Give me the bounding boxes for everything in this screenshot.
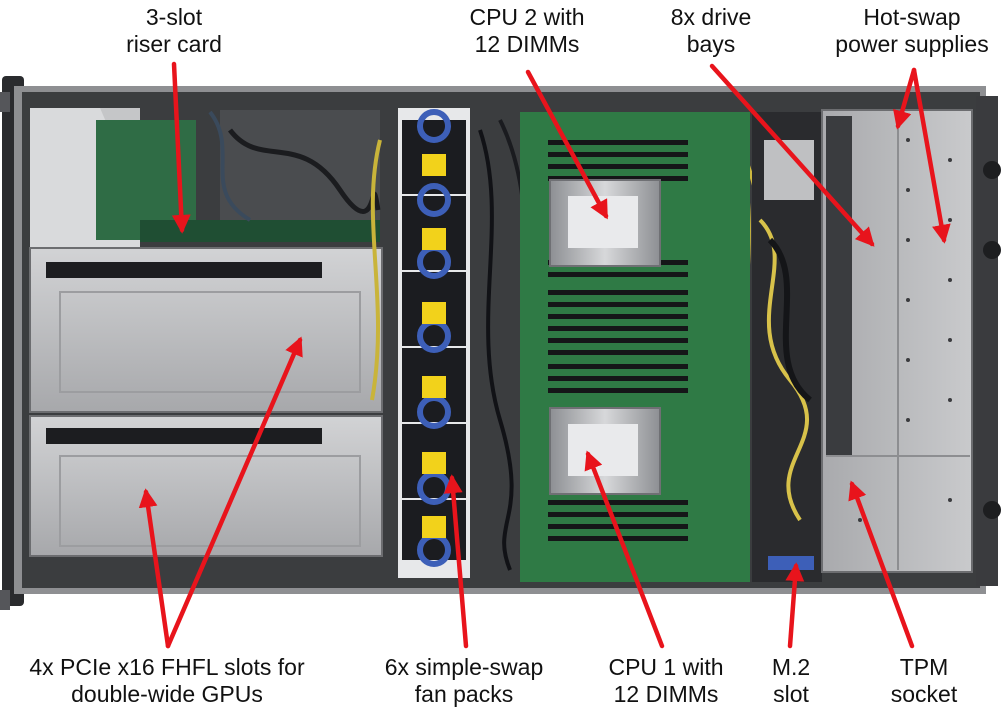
label-fan-packs: 6x simple-swap fan packs bbox=[384, 654, 544, 707]
label-pcie-slots: 4x PCIe x16 FHFL slots for double-wide G… bbox=[29, 654, 305, 707]
arrow-m2 bbox=[785, 562, 805, 649]
label-power-supplies: Hot-swap power supplies bbox=[835, 4, 989, 57]
label-riser-card: 3-slot riser card bbox=[126, 4, 222, 57]
arrow-drives bbox=[709, 63, 875, 247]
callout-arrows bbox=[138, 61, 951, 649]
label-cpu-2: CPU 2 with 12 DIMMs bbox=[469, 4, 585, 57]
label-drive-bays: 8x drive bays bbox=[670, 4, 752, 57]
motherboard bbox=[520, 112, 750, 582]
label-tpm-socket: TPM socket bbox=[890, 654, 958, 707]
arrow-fans bbox=[443, 474, 469, 649]
arrow-riser bbox=[171, 61, 191, 234]
arrow-pcie-2 bbox=[138, 488, 171, 649]
arrow-psu-1 bbox=[893, 67, 917, 130]
label-m2-slot: M.2 slot bbox=[771, 654, 811, 707]
fan-packs bbox=[398, 108, 470, 578]
arrow-tpm bbox=[848, 480, 915, 649]
arrow-pcie-1 bbox=[165, 336, 303, 649]
arrow-cpu2 bbox=[525, 69, 609, 220]
drive-and-psu-area bbox=[752, 109, 973, 582]
arrow-cpu1 bbox=[584, 450, 665, 649]
label-cpu-1: CPU 1 with 12 DIMMs bbox=[608, 654, 724, 707]
arrow-psu-2 bbox=[911, 67, 951, 244]
